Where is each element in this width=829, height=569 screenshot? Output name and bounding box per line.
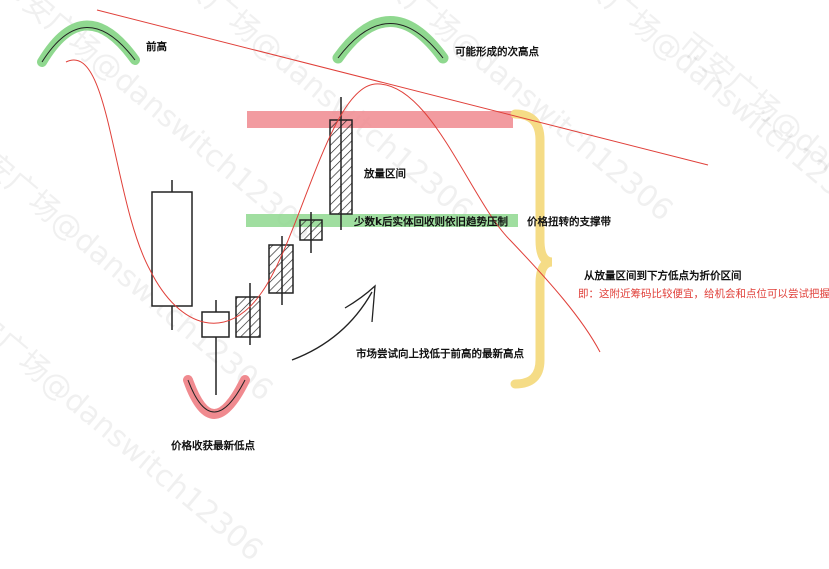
candle — [151, 191, 193, 307]
label-possible-lower-high: 可能形成的次高点 — [455, 46, 539, 58]
label-few-candles: 少数k后实体回收则依旧趋势压制 — [354, 216, 508, 228]
label-support-band: 价格扭转的支撑带 — [527, 216, 611, 228]
trend-line — [96, 9, 709, 166]
label-new-low: 价格收获最新低点 — [171, 440, 255, 452]
label-discount-hint: 即：这附近筹码比较便宜，给机会和点位可以尝试把握 — [578, 288, 829, 300]
candle — [268, 244, 294, 294]
price-path-curve — [65, 59, 601, 353]
candle — [329, 119, 353, 215]
label-previous-high: 前高 — [146, 41, 167, 53]
candle — [299, 219, 323, 241]
support-bracket — [510, 109, 553, 389]
volume-zone-band — [247, 111, 513, 128]
diagram-canvas — [37, 9, 709, 419]
candle — [201, 311, 230, 338]
label-market-try: 市场尝试向上找低于前高的最新高点 — [356, 348, 524, 360]
label-discount-zone: 从放量区间到下方低点为折价区间 — [584, 270, 742, 282]
candles — [151, 97, 353, 395]
up-arrow — [291, 284, 376, 361]
candle — [235, 296, 261, 338]
label-volume-zone: 放量区间 — [364, 168, 406, 180]
